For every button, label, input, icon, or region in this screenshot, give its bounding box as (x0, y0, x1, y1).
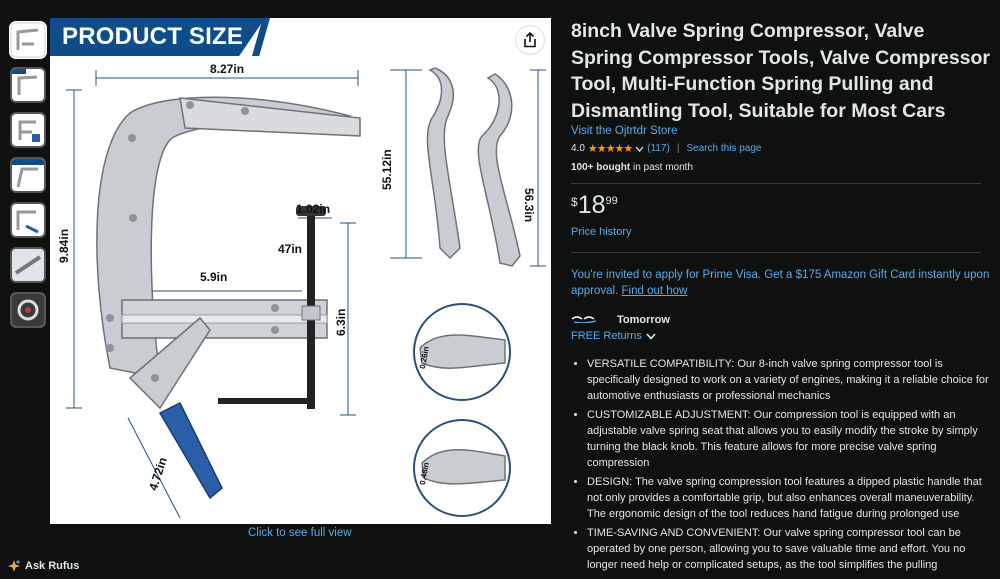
rating-row: 4.0 ★★★★★ (117) | Search this page (571, 142, 991, 155)
main-product-image[interactable]: PRODUCT SIZE (50, 18, 551, 524)
dim-screw: 47in (278, 242, 303, 256)
price: $ 18 99 (571, 192, 991, 218)
star-rating-icon[interactable]: ★★★★★ (587, 143, 633, 155)
thumbnail-1-icon (16, 28, 39, 50)
store-link[interactable]: Visit the Ojtrtdr Store (571, 125, 678, 137)
free-returns-label: FREE Returns (571, 330, 642, 342)
product-size-banner (50, 18, 265, 56)
thumbnail-5[interactable] (10, 202, 46, 238)
dim-jaw-1: 55.12in (380, 149, 394, 190)
product-info-panel: 8inch Valve Spring Compressor, Valve Spr… (571, 18, 991, 576)
price-history-link[interactable]: Price history (571, 226, 632, 238)
feature-bullet: TIME-SAVING AND CONVENIENT: Our valve sp… (587, 525, 991, 573)
dim-inner-width: 5.9in (200, 270, 228, 284)
price-whole: 18 (577, 191, 606, 219)
thumbnail-2-icon (12, 69, 38, 95)
dim-seat-width: 1.02in (296, 202, 331, 216)
divider (571, 252, 981, 253)
thumbnail-7[interactable] (10, 292, 46, 328)
delivery-row: Tomorrow (571, 313, 991, 326)
review-count-link[interactable]: (117) (647, 143, 670, 154)
chevron-down-icon[interactable] (635, 146, 644, 152)
click-full-view-link[interactable]: Click to see full view (248, 527, 352, 539)
chevron-down-icon (646, 332, 656, 340)
thumbnail-4[interactable] (10, 157, 46, 193)
thumbnail-6-icon (12, 249, 44, 281)
thumbnail-7-icon (12, 294, 44, 326)
dim-height-left: 9.84in (57, 228, 71, 263)
thumbnail-2[interactable] (10, 67, 46, 103)
feature-bullets: VERSATILE COMPATIBILITY: Our 8-inch valv… (571, 356, 991, 573)
separator: | (676, 143, 680, 154)
thumbnail-5-icon (16, 210, 39, 234)
find-out-how-link[interactable]: Find out how (621, 285, 688, 297)
feature-bullet: CUSTOMIZABLE ADJUSTMENT: Our compression… (587, 407, 991, 471)
thumbnail-4-icon (12, 159, 44, 188)
thumbnail-6[interactable] (10, 247, 46, 283)
prime-logo-icon (571, 313, 609, 326)
price-fraction: 99 (605, 195, 618, 207)
dim-width-top: 8.27in (210, 62, 245, 76)
dim-screw-height: 6.3in (334, 308, 348, 336)
thumbnail-3[interactable] (10, 112, 46, 148)
price-currency: $ (571, 195, 578, 209)
thumbnail-strip (10, 22, 46, 337)
thumbnail-3-icon (18, 120, 40, 142)
share-icon (524, 32, 536, 48)
sparkle-icon (8, 560, 20, 572)
dim-jaw-2: 56.3in (522, 188, 536, 223)
feature-bullet: VERSATILE COMPATIBILITY: Our 8-inch valv… (587, 356, 991, 404)
share-button[interactable] (516, 26, 544, 54)
ask-rufus-label: Ask Rufus (25, 560, 80, 572)
prime-visa-promo: You're invited to apply for Prime Visa. … (571, 267, 991, 299)
bought-count: 100+ bought in past month (571, 162, 991, 173)
rating-value: 4.0 (571, 143, 585, 154)
bought-bold: 100+ bought (571, 162, 631, 173)
promo-text: You're invited to apply for Prime Visa. … (571, 269, 990, 297)
product-title: 8inch Valve Spring Compressor, Valve Spr… (571, 20, 991, 122)
tool-diagram (66, 67, 546, 519)
thumbnail-1[interactable] (10, 22, 46, 58)
bought-rest: in past month (630, 162, 693, 173)
free-returns-link[interactable]: FREE Returns (571, 330, 991, 342)
banner-text: PRODUCT SIZE (62, 23, 244, 50)
divider (571, 183, 981, 184)
feature-bullet: DESIGN: The valve spring compression too… (587, 474, 991, 522)
delivery-day: Tomorrow (617, 313, 670, 326)
ask-rufus-button[interactable]: Ask Rufus (8, 560, 79, 572)
search-this-page-link[interactable]: Search this page (686, 143, 762, 154)
